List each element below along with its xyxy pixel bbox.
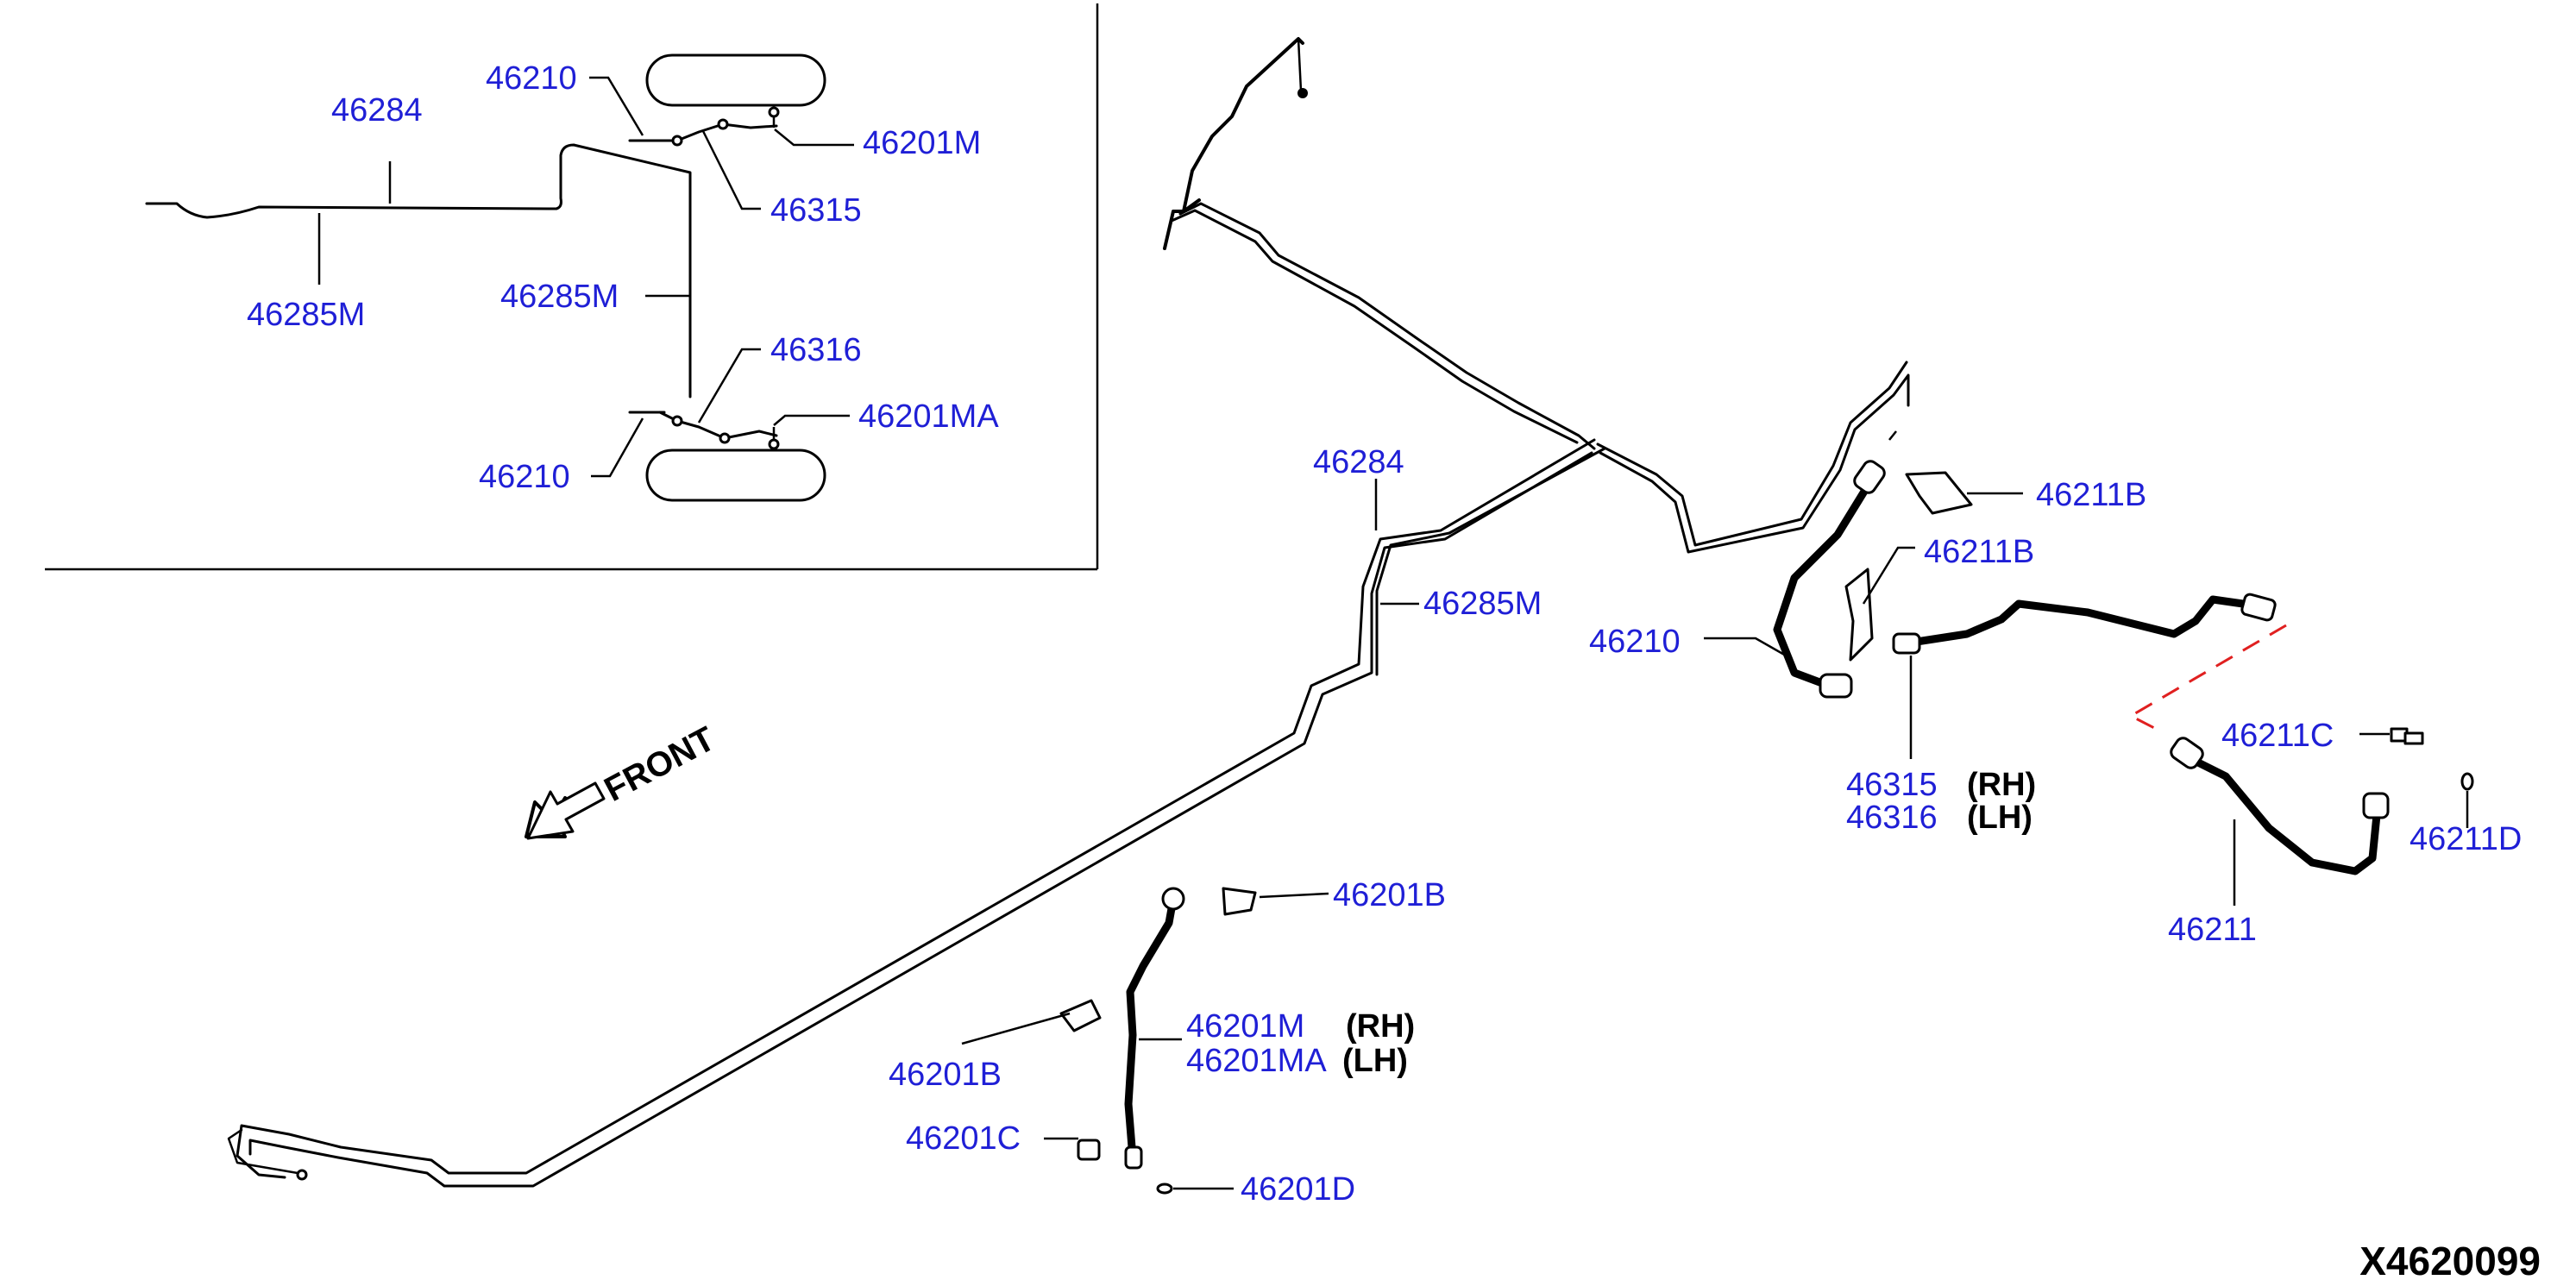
connection-dash	[2127, 624, 2287, 733]
label-lh-46201MA: (LH)	[1342, 1043, 1408, 1079]
inset-label-46285M: 46285M	[247, 297, 365, 333]
label-46284: 46284	[1313, 444, 1404, 480]
rear-hose-46210	[1773, 460, 1886, 699]
label-46201M: 46201M	[1186, 1008, 1304, 1045]
label-46211: 46211	[2168, 912, 2257, 948]
bolt-46211C	[2359, 727, 2424, 745]
ring-46211D	[2460, 772, 2474, 791]
diagram-reference-number: X4620099	[2359, 1239, 2541, 1280]
label-46201B-top: 46201B	[1333, 877, 1446, 913]
inset-label-46285M-vertical: 46285M	[500, 279, 619, 315]
label-46211D: 46211D	[2410, 821, 2522, 857]
bracket-46201B-top	[1222, 887, 1257, 916]
bracket-46211B-mid	[1844, 568, 1874, 662]
inset-label-46315: 46315	[770, 192, 862, 229]
inset-wheel-pill-top	[645, 53, 826, 107]
label-46201D: 46201D	[1241, 1171, 1355, 1208]
label-46201C: 46201C	[906, 1120, 1021, 1157]
main-leaders	[961, 479, 2236, 1190]
label-rh-46315: (RH)	[1967, 767, 2036, 803]
bracket-46201B-mid	[1059, 999, 1102, 1032]
label-lh-46316: (LH)	[1967, 800, 2033, 836]
inset-wheel-pill-bottom	[645, 449, 826, 502]
label-46211B-mid: 46211B	[1924, 534, 2034, 570]
inset-label-46201MA: 46201MA	[858, 398, 999, 435]
label-46211B-top: 46211B	[2036, 477, 2146, 513]
label-rh-46201M: (RH)	[1346, 1008, 1415, 1045]
front-arrow: FRONT	[525, 719, 721, 840]
inset-label-46316: 46316	[770, 332, 862, 368]
inset-label-46210-top: 46210	[486, 60, 577, 97]
inset-label-46201M: 46201M	[863, 125, 981, 161]
bolt-46201C	[1077, 1139, 1101, 1161]
label-46316: 46316	[1846, 800, 1938, 836]
front-hose-46201M	[1124, 887, 1185, 1170]
tube-46315	[1892, 593, 2277, 655]
ring-46201D	[1156, 1183, 1173, 1195]
inset-panel: 46210 46284 46201M 46315 46285M 46285M 4…	[45, 3, 1099, 571]
label-46211C: 46211C	[2221, 718, 2334, 754]
inset-label-46210-bottom: 46210	[479, 459, 570, 495]
label-46315: 46315	[1846, 767, 1938, 803]
label-46201MA: 46201MA	[1186, 1043, 1327, 1079]
label-46285M: 46285M	[1423, 586, 1542, 622]
main-brake-lines	[227, 37, 1910, 1188]
label-46201B-mid: 46201B	[889, 1057, 1002, 1093]
inset-label-46284: 46284	[331, 92, 423, 129]
front-hose-46211	[2170, 737, 2390, 875]
label-46210: 46210	[1589, 624, 1681, 660]
bracket-46211B-top	[1905, 471, 1973, 515]
front-label: FRONT	[599, 719, 721, 809]
